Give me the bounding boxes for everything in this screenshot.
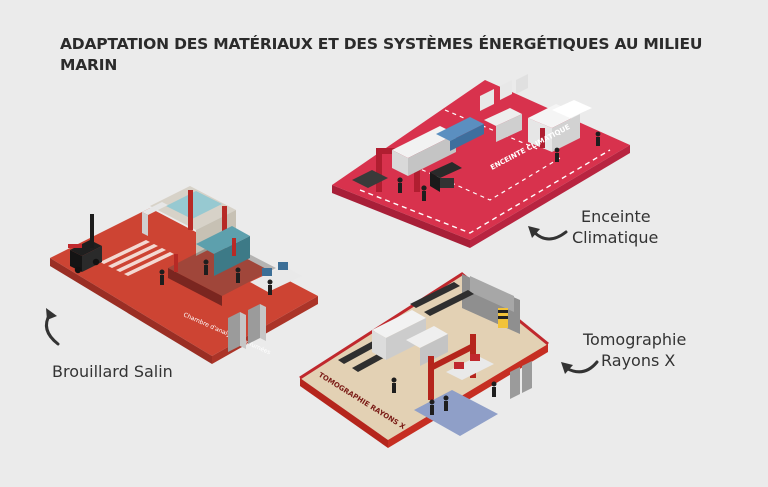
person-icon	[397, 131, 601, 201]
server-racks	[228, 304, 266, 352]
person-icon	[159, 259, 273, 295]
label-tomo-line1: Tomographie	[583, 330, 687, 349]
label-enceinte-line2: Climatique	[572, 228, 659, 247]
curved-arrow-icon	[561, 360, 599, 374]
curved-arrow-icon	[44, 308, 60, 346]
tomographie-lab: TOMOGRAPHIE RAYONS X	[299, 272, 549, 448]
label-enceinte-line1: Enceinte	[581, 207, 651, 226]
page-title: ADAPTATION DES MATÉRIAUX ET DES SYSTÈMES…	[60, 35, 703, 74]
forklift-icon	[68, 214, 102, 274]
curved-arrow-icon	[528, 226, 568, 241]
label-tomo-line2: Rayons X	[601, 351, 676, 370]
brouillard-salin-lab: Chambre d'analyse des fumées	[50, 186, 318, 364]
label-brouillard: Brouillard Salin	[52, 362, 173, 381]
person-icon	[391, 377, 497, 415]
enceinte-climatique-lab: ENCEINTE CLIMATIQUE	[332, 74, 630, 248]
